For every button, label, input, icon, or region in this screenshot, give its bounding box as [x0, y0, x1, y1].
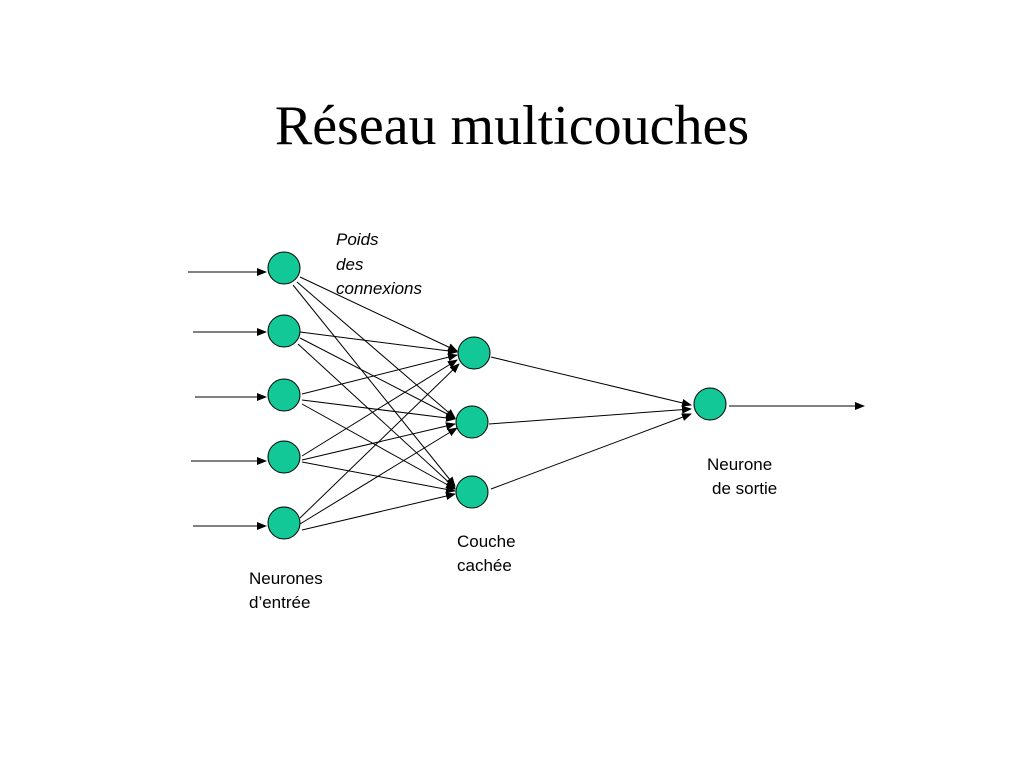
connection-i3-h2 — [301, 399, 456, 422]
connection-i3-h1 — [301, 353, 458, 395]
input-hidden-connections — [292, 276, 460, 531]
input-neuron-5 — [267, 506, 301, 540]
weights-label-line-1: Poids — [336, 230, 379, 249]
connection-i2-h3 — [297, 343, 456, 489]
output-neuron-label: Neurone de sortie — [707, 455, 777, 498]
input-neurons-label-line-1: Neurones — [249, 569, 323, 588]
connection-i5-h2 — [299, 427, 458, 525]
connection-i2-h2 — [299, 337, 456, 419]
output-neuron — [693, 387, 727, 421]
connection-i1-h1 — [299, 276, 458, 352]
input-arrows — [188, 268, 267, 530]
weights-label-line-2: des — [336, 255, 364, 274]
hidden-layer-label-line-2: cachée — [457, 556, 512, 575]
hidden-neuron-3 — [455, 475, 489, 509]
connection-h3-o1 — [490, 413, 692, 490]
slide-title: Réseau multicouches — [274, 95, 750, 157]
connection-h2-o1 — [488, 405, 692, 425]
input-neurons-label: Neurones d’entrée — [249, 569, 323, 612]
output-layer — [693, 387, 727, 421]
connection-i1-h3 — [292, 284, 456, 487]
connection-i3-h3 — [301, 403, 456, 490]
connection-h1-o1 — [490, 356, 692, 407]
weights-label-line-3: connexions — [336, 279, 423, 298]
input-neuron-4 — [267, 440, 301, 474]
connection-i2-h1 — [299, 331, 458, 355]
hidden-neuron-1 — [457, 336, 491, 370]
hidden-layer — [455, 336, 491, 509]
hidden-layer-label: Couche cachée — [457, 532, 516, 575]
connection-i5-h1 — [299, 363, 460, 519]
weights-label: Poids des connexions — [336, 230, 423, 298]
input-neuron-2 — [267, 314, 301, 348]
hidden-neuron-2 — [455, 405, 489, 439]
input-neuron-1 — [267, 251, 301, 285]
connection-i4-h1 — [301, 359, 458, 457]
input-layer — [267, 251, 301, 540]
connection-i1-h2 — [296, 281, 456, 419]
hidden-output-connections — [488, 356, 692, 490]
output-neuron-label-line-2: de sortie — [712, 479, 777, 498]
connection-i5-h3 — [301, 492, 456, 531]
input-neurons-label-line-2: d’entrée — [249, 593, 310, 612]
output-neuron-label-line-1: Neurone — [707, 455, 772, 474]
hidden-layer-label-line-1: Couche — [457, 532, 516, 551]
input-neuron-3 — [267, 378, 301, 412]
